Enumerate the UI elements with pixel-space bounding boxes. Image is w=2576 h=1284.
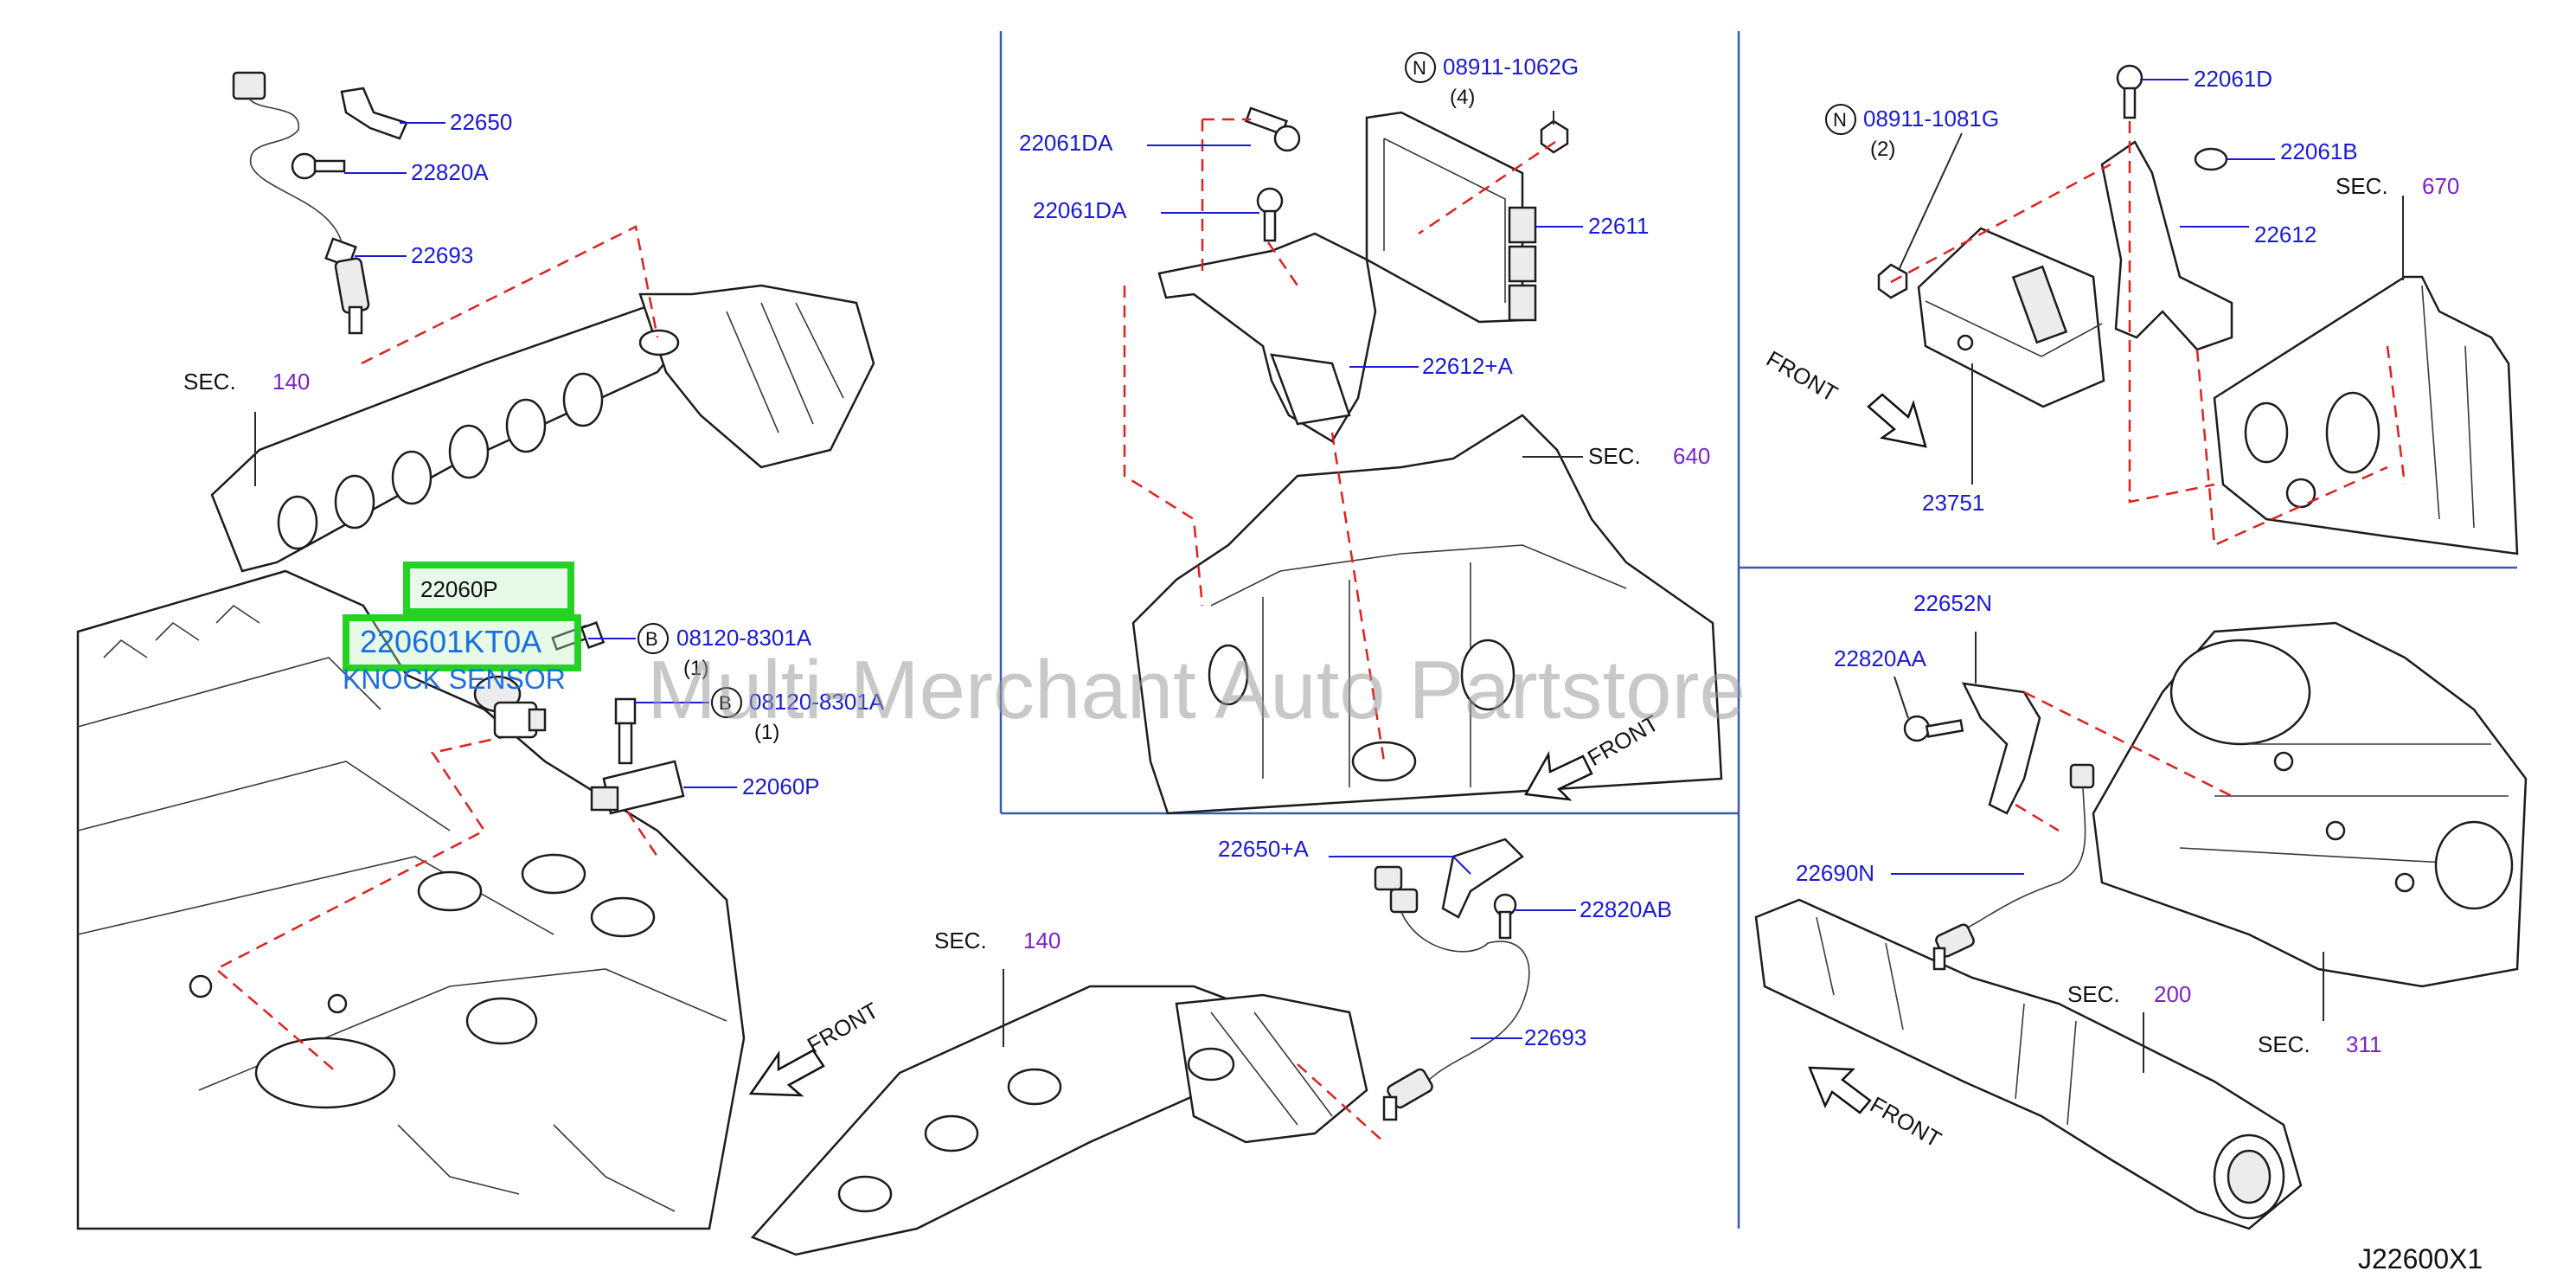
b-circle-letter-1: B (645, 628, 658, 650)
sec-label: SEC. (2258, 1031, 2310, 1057)
o2-sensor-rear[interactable] (1932, 763, 2095, 971)
highlight-22060P-label: 22060P (420, 576, 498, 602)
body-panel-670 (2213, 275, 2519, 555)
sec-140-lower[interactable]: 140 (1023, 928, 1061, 953)
highlight-22060P[interactable]: 22060P (403, 562, 574, 615)
callouts-top-center: N 08911-1062G (4) 22061DA 22061DA 22611 … (1019, 52, 1710, 469)
watermark: Multi-Merchant Auto Partstore (647, 644, 1746, 736)
bolt-qty-lower: (1) (754, 721, 779, 744)
bolt-08120-8301A-upper[interactable]: 08120-8301A (676, 625, 812, 651)
leader-dashes-top-left (361, 225, 659, 365)
transmission-311 (2092, 621, 2528, 988)
callouts-bottom-center: 22650+A 22820AB 22693 SEC. 140 (934, 836, 1672, 1050)
part-22061D[interactable]: 22061D (2194, 66, 2272, 92)
sec-label: SEC. (183, 369, 236, 395)
nut-qty-top: (4) (1450, 86, 1475, 109)
front-label-left: FRONT (803, 997, 883, 1058)
part-22061B[interactable]: 22061B (2280, 138, 2358, 164)
panel-dividers (999, 31, 2517, 1229)
sec-label: SEC. (934, 928, 987, 953)
part-22820AB[interactable]: 22820AB (1580, 896, 1672, 922)
part-22652N[interactable]: 22652N (1913, 590, 1992, 616)
sec-label: SEC. (2336, 173, 2388, 199)
n-circle-letter-2: N (1833, 109, 1847, 131)
sec-label: SEC. (2067, 981, 2120, 1007)
front-label-bottom-right: FRONT (1866, 1091, 1946, 1152)
front-arrow-left: FRONT (748, 997, 883, 1097)
nut-22061B[interactable] (2194, 147, 2228, 171)
leader-dashes-bottom-right (2015, 690, 2233, 832)
bolts-22061DA[interactable] (1244, 106, 1301, 242)
module-23751[interactable] (1917, 227, 2105, 408)
bolt-22820AB[interactable] (1493, 893, 1517, 940)
diagram-code: J22600X1 (2358, 1243, 2483, 1274)
part-22612A[interactable]: 22612+A (1422, 353, 1513, 379)
bolt-qty-upper: (1) (683, 657, 708, 680)
part-23751[interactable]: 23751 (1922, 490, 1984, 516)
callouts-top-left: 22650 22820A 22693 SEC. 140 (183, 109, 512, 486)
front-label-top-right: FRONT (1762, 345, 1842, 407)
sec-label: SEC. (1588, 443, 1641, 469)
exhaust-manifold-lower[interactable] (750, 985, 1368, 1256)
part-22061DA-b[interactable]: 22061DA (1033, 197, 1127, 223)
leader-dashes-engine (214, 734, 659, 1074)
sec-670[interactable]: 670 (2422, 173, 2459, 199)
exhaust-pipe-catalyst-200 (1754, 898, 2303, 1230)
part-22650[interactable]: 22650 (450, 109, 512, 135)
part-22650A[interactable]: 22650+A (1218, 836, 1309, 862)
bracket-22652N[interactable] (1961, 682, 2041, 815)
n-circle-letter-1: N (1413, 57, 1426, 79)
part-22061DA-a[interactable]: 22061DA (1019, 130, 1113, 156)
part-22690N[interactable]: 22690N (1796, 860, 1874, 886)
leader-dashes-top-right (1890, 121, 2406, 547)
callouts-bolts: B 08120-8301A (1) B 08120-8301A (1) 2206… (588, 623, 885, 799)
nut-qty-right: (2) (1870, 138, 1895, 161)
ecm-22611[interactable] (1365, 111, 1537, 324)
nut-08911-1081G-label[interactable]: 08911-1081G (1863, 106, 1999, 132)
bracket-22612[interactable] (2100, 140, 2233, 351)
sec-311[interactable]: 311 (2346, 1031, 2381, 1057)
part-22060P-lower[interactable]: 22060P (742, 774, 820, 799)
front-arrow-top-right: FRONT (1762, 345, 1927, 448)
part-22611[interactable]: 22611 (1588, 213, 1649, 239)
sec-140-upper[interactable]: 140 (272, 369, 310, 395)
sensor-bracket-22650[interactable] (340, 87, 408, 140)
bracket-22650A[interactable] (1441, 838, 1524, 919)
part-22612[interactable]: 22612 (2254, 221, 2316, 247)
body-panel-640 (1131, 414, 1723, 815)
knock-sensor-lower[interactable] (590, 760, 685, 815)
bolt-22820A[interactable] (291, 152, 346, 180)
o2-sensor-lower[interactable] (1374, 865, 1530, 1121)
callouts-bottom-right: 22652N 22820AA 22690N SEC. 200 SEC. 311 (1796, 590, 2381, 1073)
knock-sensor-name: KNOCK SENSOR (343, 664, 566, 695)
sec-640[interactable]: 640 (1673, 443, 1710, 469)
highlight-knock-sensor[interactable]: 220601KT0A KNOCK SENSOR (343, 614, 581, 695)
highlight-part-number: 220601KT0A (360, 624, 541, 659)
exhaust-manifold-upper[interactable] (210, 284, 875, 573)
callouts-top-right: N 08911-1081G (2) 22061D 22061B 22612 23… (1825, 66, 2459, 516)
part-22693-lower[interactable]: 22693 (1524, 1024, 1586, 1050)
front-arrow-bottom-right: FRONT (1808, 1066, 1946, 1152)
o2-sensor-upper[interactable] (232, 71, 370, 335)
sec-200[interactable]: 200 (2154, 981, 2191, 1007)
part-22693-upper[interactable]: 22693 (411, 242, 473, 268)
part-22820A[interactable]: 22820A (411, 159, 489, 185)
b-circle-letter-2: B (719, 692, 732, 714)
bolt-08120-lower[interactable] (614, 697, 637, 765)
part-22820AA[interactable]: 22820AA (1834, 645, 1927, 671)
bolt-22061D[interactable] (2116, 64, 2143, 119)
knock-sensor-upper[interactable] (473, 675, 547, 739)
bolt-08120-8301A-lower[interactable]: 08120-8301A (749, 689, 885, 715)
bracket-22612A[interactable] (1157, 232, 1377, 443)
nut-08911-1062G-label[interactable]: 08911-1062G (1443, 54, 1579, 80)
bolt-22820AA[interactable] (1903, 715, 1964, 742)
